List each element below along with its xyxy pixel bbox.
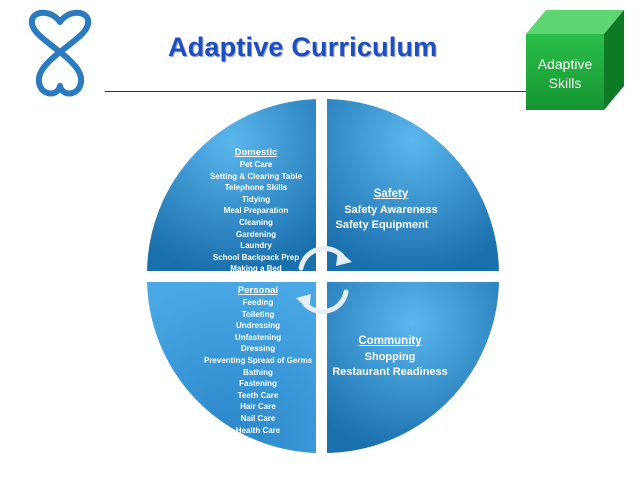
list-item: Fastening bbox=[239, 379, 277, 389]
list-item: Nail Care bbox=[240, 413, 276, 423]
title-divider bbox=[105, 91, 530, 92]
list-item: Bathing bbox=[243, 367, 273, 377]
list-item: School Backpack Prep bbox=[212, 252, 300, 262]
list-item: Cleaning bbox=[239, 217, 273, 227]
list-item: Safety Awareness bbox=[344, 203, 438, 216]
circular-arrows-icon bbox=[298, 246, 349, 314]
community-list: Community Shopping Restaurant Readiness bbox=[330, 334, 450, 381]
green-cube-icon bbox=[526, 10, 624, 110]
badge-line: Skills bbox=[548, 75, 582, 91]
quadrant-heading: Safety bbox=[373, 188, 409, 200]
list-item: Setting & Clearing Table bbox=[210, 171, 302, 181]
safety-list: Safety Safety Awareness Safety Equipment bbox=[326, 187, 456, 234]
list-item: Gardening bbox=[235, 229, 276, 239]
quadrant-heading: Personal bbox=[237, 285, 279, 296]
list-item: Restaurant Readiness bbox=[332, 366, 448, 378]
quadrant-safety bbox=[321, 92, 506, 277]
list-item: Dressing bbox=[240, 344, 276, 354]
list-item: Laundry bbox=[240, 241, 272, 251]
list-item: Shopping bbox=[364, 350, 416, 363]
list-item: Undressing bbox=[235, 321, 280, 331]
page-title: Adaptive Curriculum bbox=[168, 32, 438, 62]
list-item: Safety Equipment bbox=[335, 219, 429, 231]
list-item: Telephone Skills bbox=[224, 183, 288, 193]
badge-line: Adaptive bbox=[537, 56, 593, 72]
quadrant-community bbox=[321, 276, 506, 460]
arrow-head-icon bbox=[336, 250, 352, 266]
list-item: Tidying bbox=[241, 194, 271, 204]
quadrant-domestic bbox=[140, 92, 322, 277]
list-item: Making a Bed bbox=[230, 264, 282, 274]
list-item: Toileting bbox=[241, 309, 275, 319]
heart-infinity-logo-icon bbox=[28, 9, 92, 97]
list-item: Unfastening bbox=[234, 332, 282, 342]
quadrant-heading: Community bbox=[358, 335, 422, 347]
list-item: Pet Care bbox=[239, 160, 273, 169]
quadrant-heading: Domestic bbox=[234, 147, 278, 158]
domestic-list: Domestic Pet Care Setting & Clearing Tab… bbox=[196, 146, 316, 275]
personal-list: Personal Feeding Toileting Undressing Un… bbox=[198, 284, 318, 436]
list-item: Health Care bbox=[235, 425, 281, 435]
list-item: Hair Care bbox=[240, 402, 276, 412]
badge-label: Adaptive Skills bbox=[526, 55, 604, 93]
arrow-head-icon bbox=[296, 294, 311, 310]
list-item: Teeth Care bbox=[237, 390, 279, 400]
list-item: Preventing Spread of Germs bbox=[203, 355, 313, 365]
list-item: Feeding bbox=[242, 298, 274, 307]
quadrant-personal bbox=[140, 276, 322, 460]
list-item: Meal Preparation bbox=[223, 206, 289, 216]
